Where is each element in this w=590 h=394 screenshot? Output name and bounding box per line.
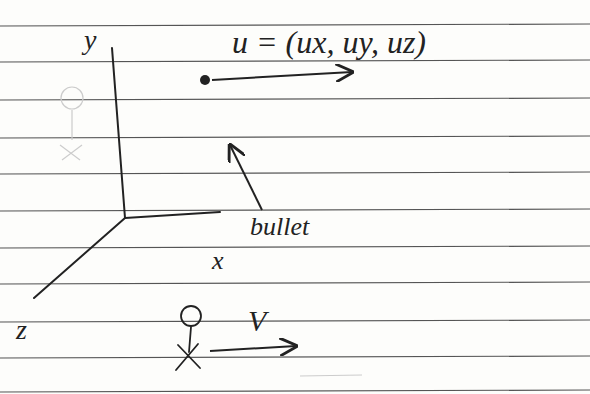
axis-label: z [16,316,27,344]
erased-line [300,375,362,376]
ruled-lines [0,24,590,392]
velocity-arrow [212,72,352,80]
erased-figure [60,87,83,160]
stick-figure [176,306,201,370]
velocity-arrow [210,346,296,351]
axis-label: y [84,26,96,54]
axis-label: x [212,248,224,274]
velocity-label: V [248,306,266,336]
leader-arrow [230,145,262,210]
coordinate-axes [34,48,220,298]
bullet-dot [200,75,210,85]
callout-label: bullet [250,214,309,240]
velocity-label: u = (ux, uy, uz) [232,26,426,58]
